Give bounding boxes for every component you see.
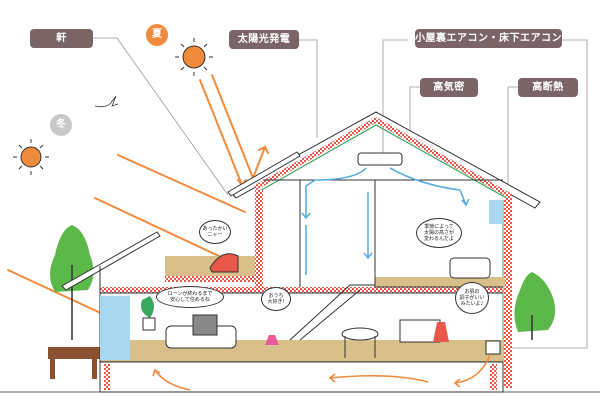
speech-bubble-girl: おうち 大好き! <box>261 287 291 311</box>
reflected-ray <box>252 146 266 179</box>
summer-ray-2 <box>211 74 254 179</box>
airtight-leader <box>409 86 420 140</box>
season-winter-badge: 冬 <box>50 114 72 136</box>
speech-bubble-mother: お肌の 調子がいい みたいよ♪ <box>455 282 489 314</box>
mother-figure <box>433 322 449 342</box>
sun-rays <box>7 74 269 323</box>
label-eaves: 軒 <box>30 29 93 48</box>
wooden-deck <box>48 347 100 379</box>
summer-ray-1 <box>199 79 243 186</box>
window-right <box>489 200 503 224</box>
label-airtight: 高気密 <box>420 78 478 97</box>
attic-ac-unit <box>357 152 403 166</box>
armchair-cat <box>209 253 239 273</box>
house <box>0 111 600 393</box>
ac-leader-attic <box>382 39 408 157</box>
label-attic-underfloor-ac: 小屋裏エアコン・床下エアコン <box>415 29 562 48</box>
girl-figure <box>265 335 279 345</box>
insulation-leader <box>507 86 518 198</box>
tree-right <box>514 272 556 340</box>
summer-sun-icon <box>175 38 213 76</box>
solar-leader <box>298 39 318 138</box>
leader-lines <box>93 37 588 349</box>
season-summer-badge: 夏 <box>146 24 168 46</box>
speech-bubble-father: ローンが終わるまで 安心して住めるね <box>156 286 224 308</box>
speech-bubble-boy: 季節によって 太陽の高さが 変わるんだよ <box>416 218 462 248</box>
label-solar-power: 太陽光発電 <box>229 30 299 49</box>
winter-ray-2 <box>94 197 239 266</box>
underfloor-ac-unit <box>485 340 501 355</box>
dining-table <box>341 327 379 358</box>
bird-icon <box>94 95 119 108</box>
speech-bubble-cat: あったかい ニャー <box>199 220 231 244</box>
winter-ray-1 <box>117 154 246 213</box>
winter-sun-icon <box>13 139 49 175</box>
bed <box>449 257 491 279</box>
window-glass <box>100 296 130 360</box>
label-insulation: 高断熱 <box>518 78 578 97</box>
underfloor-airflow <box>152 354 491 391</box>
ac-leader-floor <box>500 39 588 349</box>
eaves-leader <box>93 37 229 196</box>
airflow-arrows <box>301 167 470 275</box>
newspaper <box>192 314 218 336</box>
plant <box>141 296 154 318</box>
